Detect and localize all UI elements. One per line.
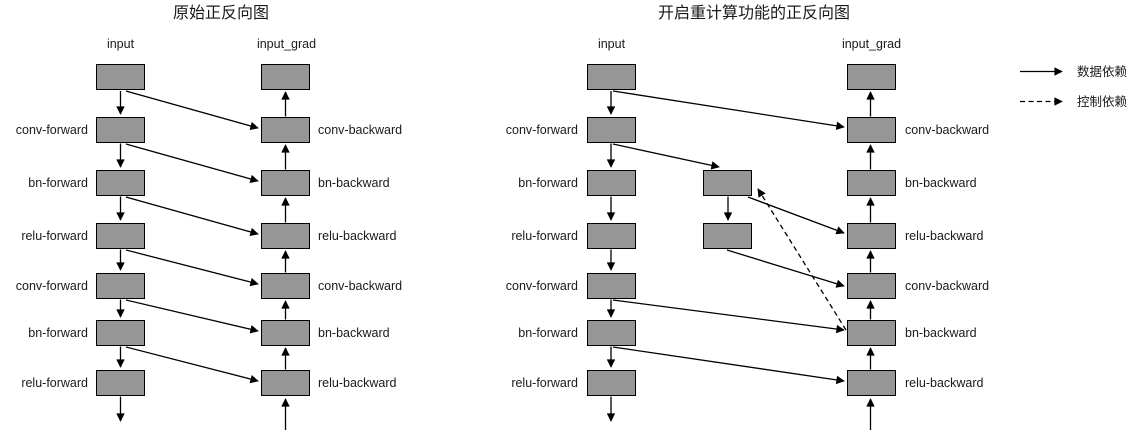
right-input-grad-header: input_grad (841, 37, 902, 51)
left-diagram-title: 原始正反向图 (172, 5, 269, 22)
right-input-header: input (597, 37, 626, 51)
left-backward-label: relu-backward (318, 229, 397, 243)
left-forward-label: relu-forward (21, 376, 88, 390)
left-node-conv-forward-2 (96, 273, 145, 299)
right-node-bn-backward-1 (847, 170, 896, 196)
left-forward-label: bn-forward (28, 176, 88, 190)
right-node-relu-forward-1 (587, 223, 636, 249)
left-backward-label: relu-backward (318, 376, 397, 390)
right-node-conv-backward-2 (847, 273, 896, 299)
legend-control-dependency-label: 控制依赖 (1077, 95, 1128, 109)
right-forward-label: bn-forward (518, 326, 578, 340)
left-node-bn-backward-2 (261, 320, 310, 346)
left-node-conv-backward-2 (261, 273, 310, 299)
right-diagram-title: 开启重计算功能的正反向图 (657, 5, 850, 22)
right-backward-label: conv-backward (905, 123, 990, 137)
left-node-input-grad (261, 64, 310, 90)
right-recompute-node-2 (703, 223, 752, 249)
left-node-relu-forward-1 (96, 223, 145, 249)
right-forward-label: relu-forward (511, 376, 578, 390)
right-forward-label: relu-forward (511, 229, 578, 243)
right-node-relu-backward-2 (847, 370, 896, 396)
left-node-relu-backward-1 (261, 223, 310, 249)
right-forward-label: conv-forward (505, 123, 578, 137)
right-forward-label: bn-forward (518, 176, 578, 190)
left-input-grad-header: input_grad (256, 37, 317, 51)
right-node-conv-backward-1 (847, 117, 896, 143)
left-backward-label: conv-backward (318, 279, 403, 293)
left-node-relu-backward-2 (261, 370, 310, 396)
right-backward-label: bn-backward (905, 326, 977, 340)
left-backward-label: bn-backward (318, 326, 390, 340)
right-forward-label: conv-forward (505, 279, 578, 293)
left-forward-label: conv-forward (15, 279, 88, 293)
right-node-conv-forward-2 (587, 273, 636, 299)
left-node-input (96, 64, 145, 90)
left-node-relu-forward-2 (96, 370, 145, 396)
right-backward-label: conv-backward (905, 279, 990, 293)
left-node-bn-forward-1 (96, 170, 145, 196)
right-node-relu-backward-1 (847, 223, 896, 249)
right-node-conv-forward-1 (587, 117, 636, 143)
right-backward-label: relu-backward (905, 376, 984, 390)
left-node-bn-forward-2 (96, 320, 145, 346)
left-backward-label: bn-backward (318, 176, 390, 190)
right-backward-label: bn-backward (905, 176, 977, 190)
left-forward-label: bn-forward (28, 326, 88, 340)
right-node-bn-backward-2 (847, 320, 896, 346)
left-node-conv-forward-1 (96, 117, 145, 143)
left-forward-label: relu-forward (21, 229, 88, 243)
right-backward-label: relu-backward (905, 229, 984, 243)
right-node-bn-forward-1 (587, 170, 636, 196)
right-node-input-grad (847, 64, 896, 90)
left-forward-label: conv-forward (15, 123, 88, 137)
right-control-dependency-arrow (757, 188, 847, 331)
right-recompute-node-1 (703, 170, 752, 196)
left-node-conv-backward-1 (261, 117, 310, 143)
right-node-relu-forward-2 (587, 370, 636, 396)
legend-arrow-samples (1020, 67, 1063, 106)
right-node-bn-forward-2 (587, 320, 636, 346)
right-node-input (587, 64, 636, 90)
left-input-header: input (106, 37, 135, 51)
left-node-bn-backward-1 (261, 170, 310, 196)
left-data-dependency-arrows (125, 90, 259, 384)
legend-data-dependency-label: 数据依赖 (1077, 65, 1128, 79)
left-backward-label: conv-backward (318, 123, 403, 137)
